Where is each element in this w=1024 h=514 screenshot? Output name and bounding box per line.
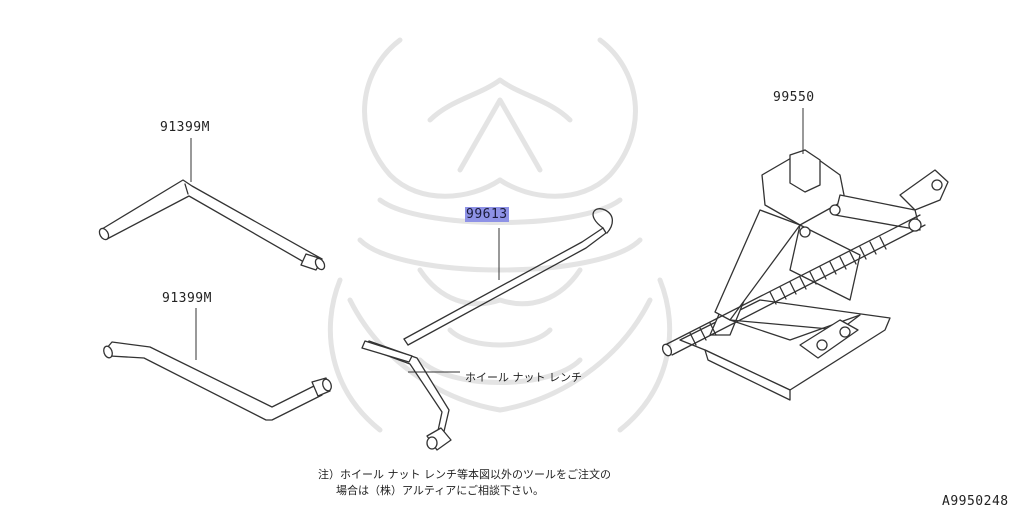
diagram-code: A9950248 [942, 494, 1009, 509]
leader-lines [190, 108, 804, 373]
footnote-line-1: 注）ホイール ナット レンチ等本図以外のツールをご注文の [318, 468, 611, 481]
callout-wheel-nut-wrench: ホイール ナット レンチ [465, 371, 582, 384]
jack-handle-drawing [403, 208, 614, 346]
part-label-91399m-bottom[interactable]: 91399M [162, 291, 212, 306]
part-label-99550[interactable]: 99550 [773, 90, 815, 105]
scissor-jack-drawing [661, 149, 949, 401]
wrench-top-drawing [98, 179, 326, 271]
part-label-99613-selected[interactable]: 99613 [465, 207, 509, 222]
wheel-nut-wrench-drawing [361, 340, 452, 451]
watermark-logo [327, 37, 673, 433]
part-label-91399m-top[interactable]: 91399M [160, 120, 210, 135]
footnote-line-2: 場合は（株）アルティアにご相談下さい。 [336, 484, 545, 497]
wrench-bottom-drawing [103, 341, 332, 421]
